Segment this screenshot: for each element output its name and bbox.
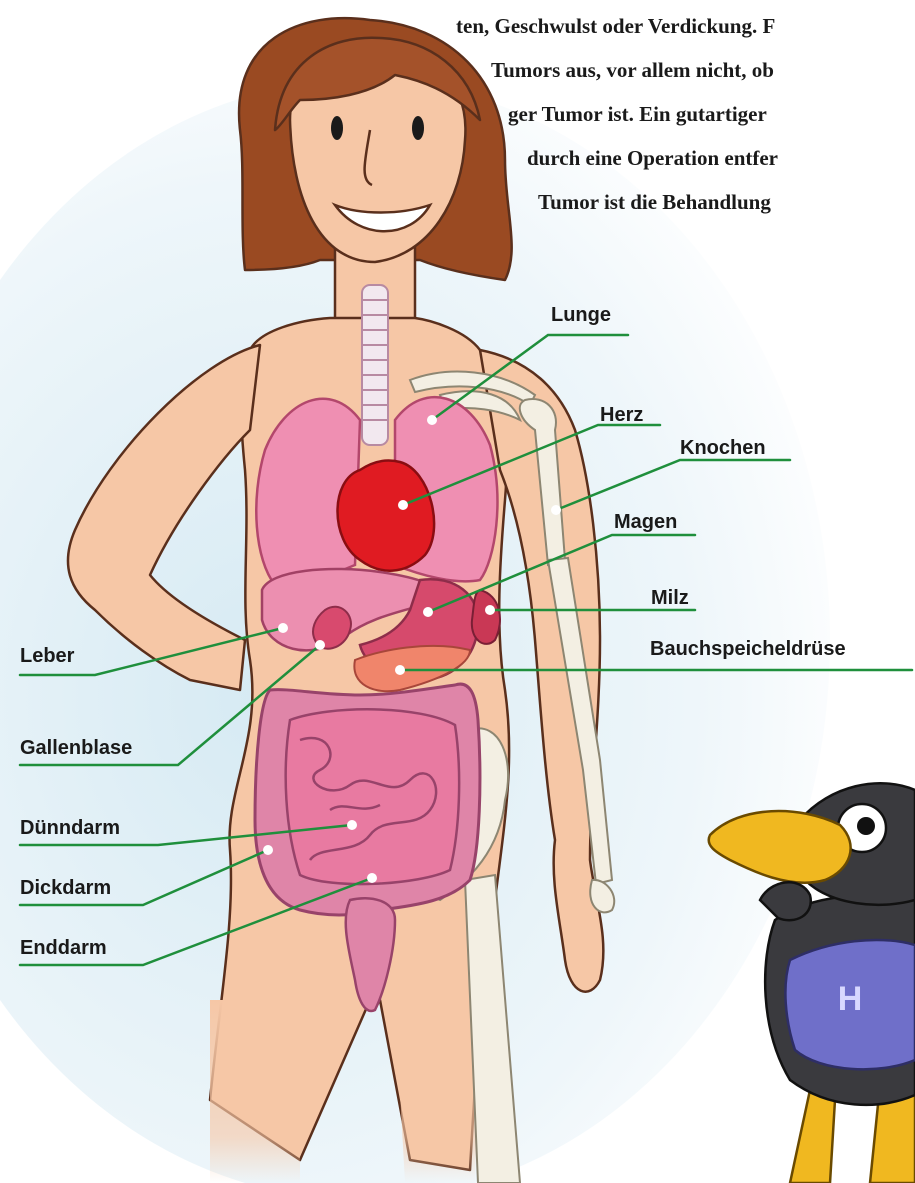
- label-duenndarm: Dünndarm: [20, 818, 120, 838]
- raven-mascot: H: [709, 783, 915, 1183]
- label-herz: Herz: [600, 405, 643, 425]
- raven-shirt-letter: H: [838, 980, 863, 1018]
- label-enddarm: Enddarm: [20, 938, 107, 958]
- label-milz: Milz: [651, 588, 689, 608]
- label-knochen: Knochen: [680, 438, 766, 458]
- label-bauchspeicheldruese: Bauchspeicheldrüse: [650, 639, 846, 659]
- label-leber: Leber: [20, 646, 74, 666]
- trachea: [362, 285, 388, 445]
- intro-line-3: ger Tumor ist. Ein gutartiger: [508, 104, 767, 125]
- heart: [338, 460, 435, 570]
- intro-line-4: durch eine Operation entfer: [527, 148, 778, 169]
- intro-line-5: Tumor ist die Behandlung: [538, 192, 771, 213]
- raven-pupil: [857, 817, 875, 835]
- label-gallenblase: Gallenblase: [20, 738, 132, 758]
- leg-left: [210, 1000, 300, 1183]
- eye-left: [331, 116, 343, 140]
- intro-line-1: ten, Geschwulst oder Verdickung. F: [456, 16, 775, 37]
- label-magen: Magen: [614, 512, 677, 532]
- intro-line-2: Tumors aus, vor allem nicht, ob: [491, 60, 774, 81]
- leg-right: [395, 1000, 480, 1183]
- label-lunge: Lunge: [551, 305, 611, 325]
- label-dickdarm: Dickdarm: [20, 878, 111, 898]
- eye-right: [412, 116, 424, 140]
